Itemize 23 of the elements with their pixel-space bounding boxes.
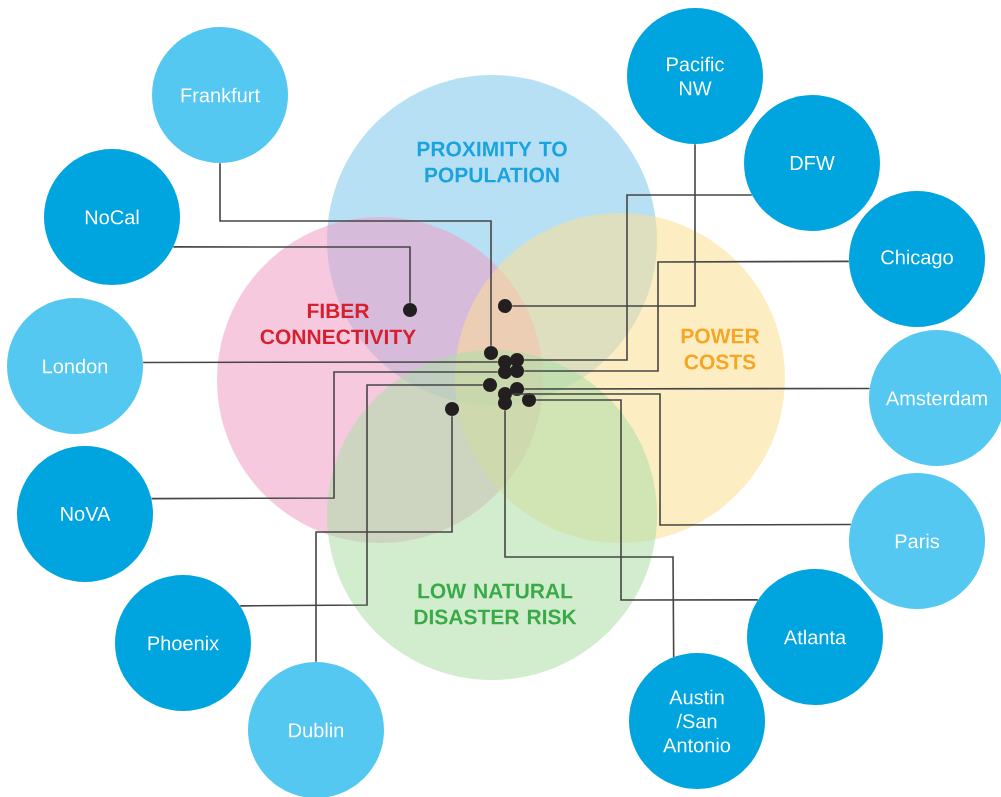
dot	[510, 364, 524, 378]
dot	[498, 396, 512, 410]
dot	[445, 402, 459, 416]
leader-line	[315, 415, 453, 663]
leader-line	[504, 409, 675, 658]
dot	[498, 299, 512, 313]
dot	[483, 378, 497, 392]
leader-line	[219, 162, 492, 347]
leader-line	[142, 361, 499, 364]
leader-line	[511, 393, 852, 526]
dot	[522, 393, 536, 407]
leader-line	[239, 384, 484, 607]
leader-line	[511, 143, 696, 307]
dot	[498, 365, 512, 379]
leader-line	[523, 387, 871, 390]
leader-line	[535, 399, 759, 601]
leader-line	[150, 371, 499, 500]
dot	[510, 382, 524, 396]
dot	[403, 303, 417, 317]
leader-line	[523, 194, 753, 361]
leader-line	[523, 260, 850, 372]
leader-line	[172, 246, 411, 304]
dot	[484, 346, 498, 360]
